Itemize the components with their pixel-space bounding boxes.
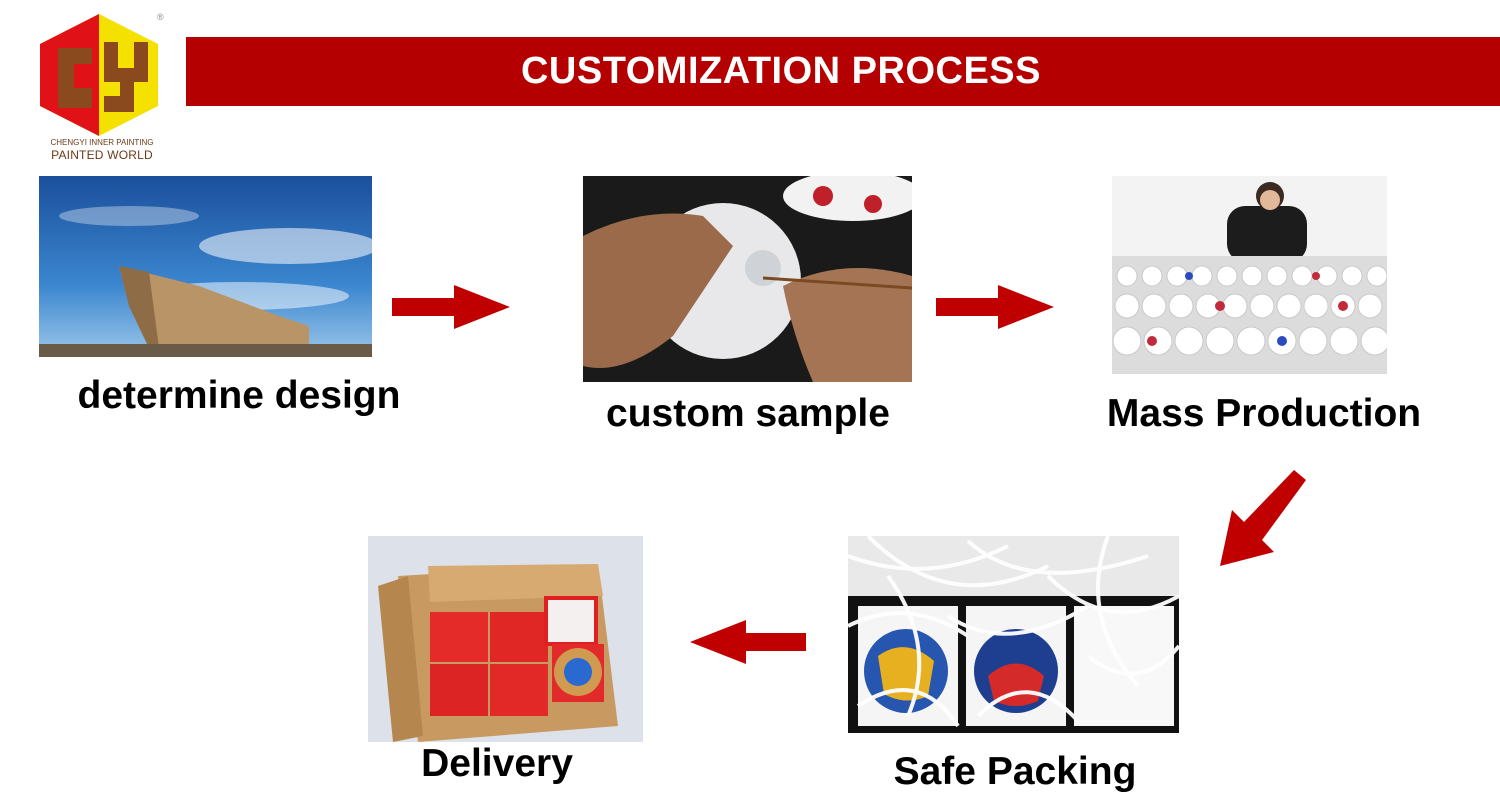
brand-name: CHENGYI INNER PAINTING (50, 138, 154, 147)
step-label-delivery: Delivery (421, 742, 573, 785)
step-label-custom-sample: custom sample (606, 392, 890, 435)
arrow-left-icon (690, 620, 806, 664)
factory-worker-with-balls-photo (1112, 176, 1387, 374)
brand-logo: ® CHENGYI INNER PAINTING PAINTED WORLD (38, 12, 168, 162)
ornaments-in-shredded-paper-photo (848, 536, 1179, 733)
registered-mark: ® (157, 12, 164, 22)
arrow-right-icon (936, 285, 1054, 329)
carton-with-red-gift-boxes-photo (368, 536, 643, 742)
title-banner: CUSTOMIZATION PROCESS (186, 37, 1500, 106)
ark-ship-photo (39, 176, 372, 357)
brand-slogan: PAINTED WORLD (51, 148, 153, 162)
step-label-safe-packing: Safe Packing (893, 750, 1137, 793)
step-label-mass-production: Mass Production (1106, 392, 1422, 435)
hexagon-logo-icon (40, 14, 158, 136)
hand-painting-glass-ball-photo (583, 176, 912, 382)
arrow-down-left-icon (1220, 470, 1306, 566)
arrow-right-icon (392, 285, 510, 329)
page-title: CUSTOMIZATION PROCESS (520, 50, 1041, 92)
step-label-determine-design: determine design (77, 374, 401, 417)
